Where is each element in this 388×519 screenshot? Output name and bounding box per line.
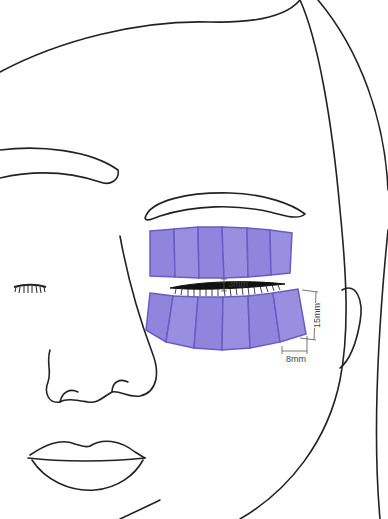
closed-eye bbox=[170, 282, 285, 296]
tape-strip bbox=[194, 297, 223, 350]
dimension-line bbox=[282, 336, 307, 354]
eyelashes bbox=[175, 285, 280, 296]
dimension-lines bbox=[221, 279, 318, 354]
hair-outline bbox=[318, 0, 388, 190]
ear bbox=[340, 288, 361, 368]
lip-line bbox=[28, 458, 145, 461]
tape-strip bbox=[273, 289, 306, 342]
tape-strip bbox=[270, 230, 292, 275]
tape-strip bbox=[174, 227, 199, 278]
hair-outline bbox=[376, 230, 388, 519]
dimension-label: 8mm bbox=[286, 355, 306, 364]
tape-strip bbox=[150, 229, 175, 277]
tape-strip bbox=[222, 227, 248, 278]
eyebrow bbox=[0, 148, 118, 183]
tape-strip bbox=[222, 296, 250, 350]
nostril bbox=[60, 390, 78, 402]
dimension-label: 15mm bbox=[313, 303, 322, 328]
hairline bbox=[0, 0, 300, 72]
tape-strip bbox=[198, 227, 224, 278]
upper-lip bbox=[30, 441, 145, 458]
tape-strip bbox=[247, 228, 271, 277]
nostril bbox=[112, 380, 128, 392]
eyelid bbox=[170, 282, 285, 290]
nose bbox=[47, 236, 157, 402]
eyebrow bbox=[145, 193, 305, 220]
jaw bbox=[120, 500, 160, 519]
tape-strips bbox=[146, 227, 306, 350]
tape-strip bbox=[166, 296, 198, 348]
lower-lip bbox=[32, 460, 143, 490]
eyelashes bbox=[15, 286, 45, 293]
closed-eye bbox=[14, 285, 46, 293]
dimension-label: 3mm bbox=[228, 280, 248, 289]
face-contour bbox=[240, 0, 346, 519]
dimension-line bbox=[221, 279, 227, 291]
eyelid bbox=[14, 285, 46, 287]
